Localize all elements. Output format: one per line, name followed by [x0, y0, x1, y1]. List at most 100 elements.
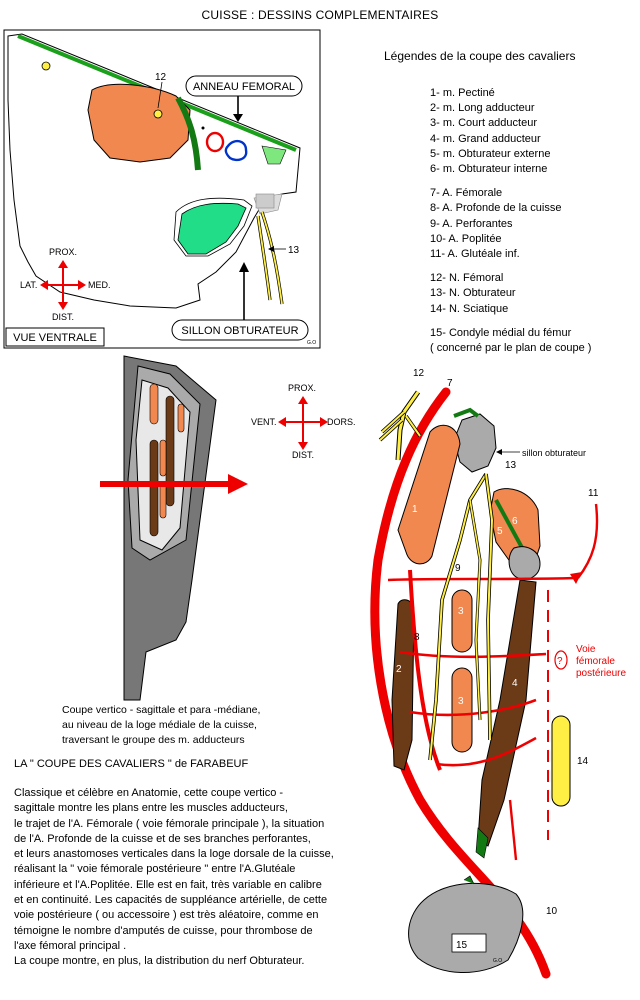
perforating-artery-4 — [435, 736, 537, 767]
paragraph-line: Classique et célèbre en Anatomie, cette … — [14, 787, 284, 799]
num-5: 5 — [497, 526, 503, 537]
legend-title: Légendes de la coupe des cavaliers — [384, 49, 576, 63]
legend-item: 14- N. Sciatique — [430, 302, 509, 315]
signature-top: G.O — [307, 340, 316, 346]
obturator-foramen-outline — [173, 197, 253, 257]
paragraph-title: LA " COUPE DES CAVALIERS " de FARABEUF — [14, 758, 249, 770]
legend-item: 13- N. Obturateur — [430, 287, 516, 300]
compass-right-dors: DORS. — [327, 417, 356, 427]
voie-label-3: postérieure — [576, 668, 626, 679]
top-num-12: 12 — [155, 72, 167, 83]
section-adductor-magnus — [477, 579, 537, 847]
legend-list: 1- m. Pectiné 2- m. Long adducteur 3- m.… — [430, 86, 591, 356]
obturator-nerve-section — [429, 473, 487, 761]
vue-ventrale-box — [5, 327, 105, 347]
page-title: CUISSE : DESSINS COMPLEMENTAIRES — [201, 8, 439, 22]
num-10: 10 — [546, 906, 558, 917]
num-4: 4 — [512, 678, 518, 689]
paragraph-line: inférieure et l'A.Poplitée. Elle est en … — [14, 878, 322, 891]
thumb-muscle-1 — [149, 383, 159, 425]
paragraph-line: le trajet de l'A. Fémorale ( voie fémora… — [14, 817, 325, 830]
deep-femoral-artery — [408, 569, 442, 771]
caption-line: traversant le groupe des m. adducteurs — [62, 734, 245, 746]
legend-item: 5- m. Obturateur externe — [430, 147, 551, 160]
num-7: 7 — [447, 378, 453, 389]
num-3b: 3 — [458, 696, 464, 707]
condyle-label-box — [451, 933, 487, 953]
obturator-membrane — [177, 202, 247, 255]
paragraph-line: et en continuité. Les capacités de suppl… — [14, 894, 328, 907]
vue-ventrale-label: VUE VENTRALE — [13, 332, 97, 344]
legend-item: 8- A. Profonde de la cuisse — [430, 202, 562, 215]
legend-item: 15- Condyle médial du fémur — [430, 326, 572, 339]
num12-pointer — [157, 81, 163, 109]
paragraph-line: témoigne le nombre d'amputés de cuisse, … — [14, 924, 313, 937]
compass-top-lat: LAT. — [20, 280, 37, 290]
num-11: 11 — [588, 488, 599, 499]
paragraph-line: l'axe fémoral principal . — [14, 939, 127, 952]
ventral-view-frame — [3, 29, 321, 349]
num-8: 8 — [414, 632, 420, 643]
paragraph-line: réalisant la " voie fémorale postérieure… — [14, 863, 296, 876]
hip-bone-outline — [7, 33, 301, 309]
caption-line: Coupe vertico - sagittale et para -média… — [62, 704, 261, 716]
sciatic-nerve — [551, 715, 571, 807]
legend-item: 2- m. Long adducteur — [430, 102, 535, 115]
anneau-box — [185, 75, 303, 97]
num-15: 15 — [456, 940, 468, 951]
legend-item: 4- m. Grand adducteur — [430, 132, 541, 145]
obturator-canal — [255, 193, 275, 209]
sillon-label: SILLON OBTURATEUR — [181, 325, 298, 337]
compass-top-med: MED. — [88, 280, 111, 290]
num-3a: 3 — [458, 606, 464, 617]
voie-label-2: fémorale — [576, 656, 615, 667]
legend-item: 6- m. Obturateur interne — [430, 163, 548, 176]
legend-item: 1- m. Pectiné — [430, 87, 495, 99]
section-pectineus — [397, 424, 461, 565]
num-9: 9 — [455, 563, 461, 574]
compass-top-prox: PROX. — [49, 247, 77, 257]
asis-marker — [41, 61, 51, 71]
legend-item: 3- m. Court adducteur — [430, 117, 537, 130]
question-circle — [554, 650, 568, 670]
num-13: 13 — [505, 460, 517, 471]
legend-item: 10- A. Poplitée — [430, 232, 502, 245]
num-6: 6 — [512, 516, 518, 527]
num-12: 12 — [413, 368, 425, 379]
top-num-13: 13 — [288, 245, 300, 256]
sillon-obturateur-label: sillon obturateur — [522, 448, 586, 458]
legend-item: 7- A. Fémorale — [430, 187, 503, 200]
medial-femoral-condyle — [408, 882, 524, 974]
thumb-muscle-4 — [165, 395, 175, 507]
caption-line: au niveau de la loge médiale de la cuiss… — [62, 719, 257, 731]
section-adductor-brevis-2 — [451, 667, 473, 753]
paragraph-line: La coupe montre, en plus, la distributio… — [14, 955, 305, 968]
paragraph: Classique et célèbre en Anatomie, cette … — [14, 786, 384, 970]
inferior-gluteal-artery — [577, 503, 599, 579]
compass-top-dist: DIST. — [52, 312, 74, 322]
femoral-artery-ring — [205, 131, 225, 153]
sillon-box — [171, 319, 309, 341]
anneau-label: ANNEAU FEMORAL — [193, 81, 295, 93]
paragraph-line: sagittale montre les plans entre les mus… — [14, 802, 288, 815]
compass-right-vent: VENT. — [251, 417, 277, 427]
legend-item: 11- A. Glutéale inf. — [430, 248, 520, 261]
ischial-tuberosity — [508, 546, 541, 580]
paragraph-line: et leurs anastomoses verticales dans la … — [14, 848, 334, 861]
thumb-muscle-3a — [159, 439, 167, 477]
femoral-nerve-marker — [153, 109, 163, 119]
pectineus-muscle — [87, 83, 191, 163]
thumb-muscle-2 — [149, 439, 159, 537]
legend-item: 9- A. Perforantes — [430, 217, 513, 230]
thumb-muscle-3b — [159, 481, 167, 519]
compass-right-dist: DIST. — [292, 450, 314, 460]
obturator-externus-tendon — [453, 407, 480, 418]
iliopsoas-strip — [175, 96, 201, 171]
obturator-nerve-branch — [257, 215, 271, 301]
perforating-artery-3 — [409, 698, 537, 717]
compass-right-prox: PROX. — [288, 383, 316, 393]
section-adductor-longus — [391, 599, 415, 771]
legend-item: ( concerné par le plan de coupe ) — [430, 342, 592, 355]
lacunar-ligament — [261, 145, 287, 165]
